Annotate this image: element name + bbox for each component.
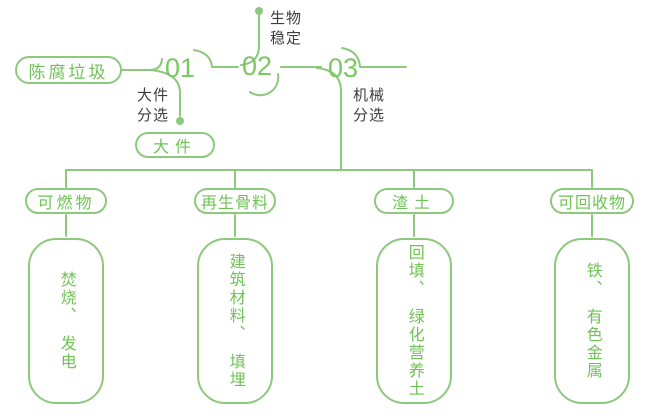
label-bulky-sorting: 大件 分选 [137,87,170,124]
node-bulky-output-label: 大件 [152,139,197,156]
node-source: 陈腐垃圾 [15,56,122,84]
step-number-03: 03 [327,53,359,83]
step-number-02: 02 [241,51,273,81]
result-box-slag: 回填、 绿化营养土 [376,238,452,404]
node-combustible: 可燃物 [25,188,107,214]
node-aggregate: 再生骨料 [194,188,276,214]
node-recyclable: 可回收物 [550,188,634,214]
line-source-to-01 [121,58,163,71]
node-slag: 渣土 [374,188,454,214]
node-aggregate-label: 再生骨料 [200,195,269,212]
result-aggregate-text: 建筑材料、 填埋 [226,253,244,389]
bulky-branch-dot [176,117,184,125]
result-slag-text: 回填、 绿化营养土 [405,244,423,398]
result-box-recyclable: 铁、 有色金属 [554,238,630,404]
line-03-down [316,67,342,171]
node-recyclable-label: 可回收物 [557,195,626,212]
line-bio-to-02 [240,14,260,66]
result-box-combustible: 焚烧、 发电 [28,238,104,404]
arc-01-line-to-02 [193,49,239,68]
step-number-01: 01 [164,53,196,83]
arc-03-tail-line [341,47,407,68]
result-box-aggregate: 建筑材料、 填埋 [197,238,273,404]
label-mechanical-sorting: 机械 分选 [353,87,386,124]
result-recyclable-text: 铁、 有色金属 [583,262,601,380]
node-slag-label: 渣土 [391,195,436,212]
bio-branch-dot [255,7,263,15]
arc-under-02 [249,73,280,97]
result-combustible-text: 焚烧、 发电 [57,271,75,371]
node-combustible-label: 可燃物 [37,195,95,212]
node-bulky-output: 大件 [135,132,215,158]
line-01-to-bulky [148,69,181,117]
label-bio-stabilization: 生物 稳定 [270,10,303,47]
node-source-label: 陈腐垃圾 [28,62,109,82]
